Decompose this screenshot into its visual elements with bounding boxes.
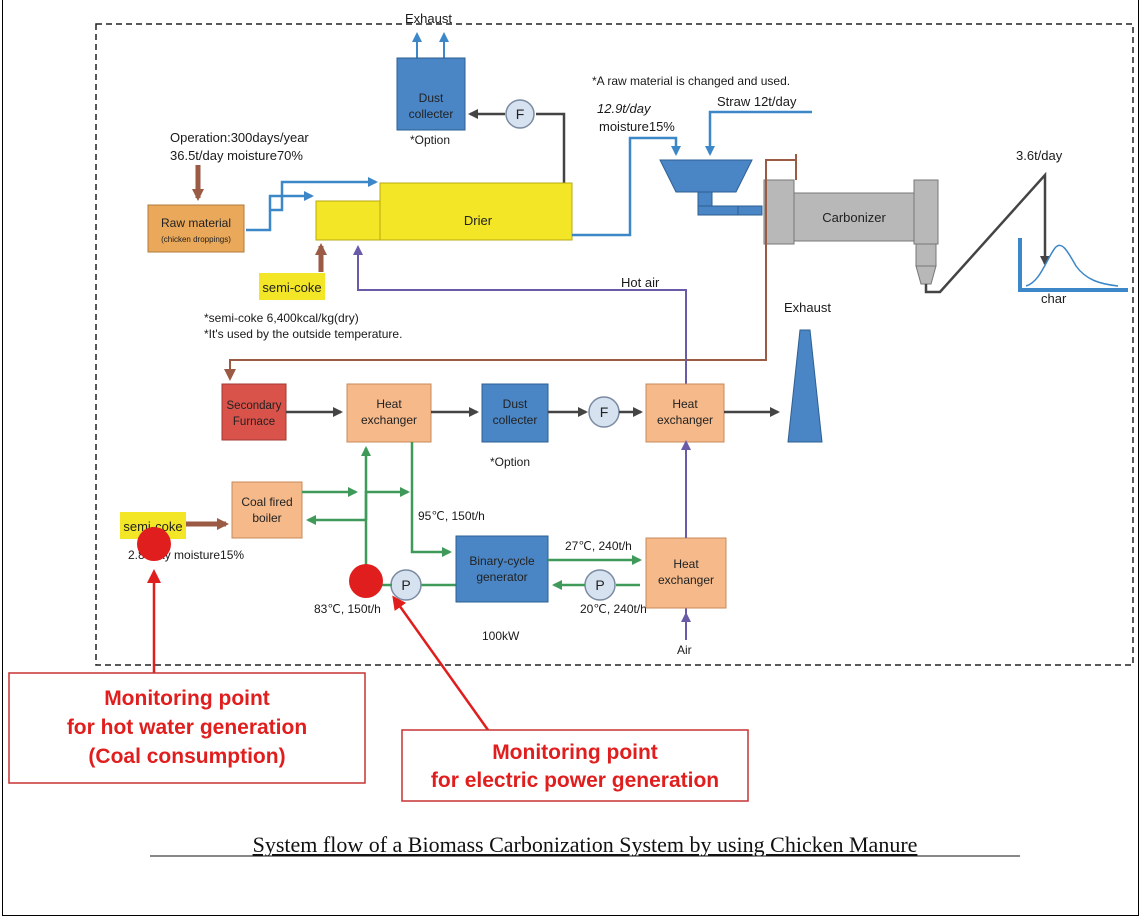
straw-moisture-label: moisture15% bbox=[599, 119, 675, 134]
coal-boiler-label-2: boiler bbox=[252, 511, 281, 525]
raw-material-sublabel: (chicken droppings) bbox=[161, 235, 231, 244]
semi-coke-bottom-label: semi-coke bbox=[123, 519, 182, 534]
monitor-box-hot-water bbox=[8, 672, 366, 784]
monitor-power-line-2: for electric power generation bbox=[431, 769, 719, 792]
return-water-label: 83℃, 150t/h bbox=[314, 602, 381, 616]
coal-boiler-box bbox=[231, 481, 303, 539]
exhaust-top-label: Exhaust bbox=[405, 11, 452, 26]
binary-generator-label-2: generator bbox=[476, 570, 527, 584]
char-conveyor-line bbox=[924, 171, 1050, 294]
dust-collector-top-label-1: Dust bbox=[419, 91, 444, 105]
carbonizer-inlet bbox=[763, 179, 795, 245]
dust-collector-top bbox=[396, 57, 466, 131]
exhaust-stack-shape bbox=[787, 329, 823, 443]
pump-right-label: P bbox=[595, 577, 604, 593]
gas-line-drier-to-fan bbox=[536, 112, 566, 183]
monitor-box-power bbox=[401, 729, 749, 802]
dust-collector-mid-label-2: collecter bbox=[493, 413, 538, 427]
raw-change-note: *A raw material is changed and used. bbox=[592, 74, 790, 88]
secondary-furnace-label-1: Secondary bbox=[227, 400, 282, 412]
flue-gas-line bbox=[224, 159, 797, 381]
carbonizer-label: Carbonizer bbox=[822, 210, 886, 225]
pump-left-label: P bbox=[401, 577, 410, 593]
straw-label: Straw 12t/day bbox=[717, 94, 797, 109]
semi-coke-top-box bbox=[259, 273, 325, 300]
fan-top-icon bbox=[505, 99, 535, 129]
heat-exchanger-2-label-1: Heat bbox=[672, 397, 698, 411]
carbonizer-outlet bbox=[913, 179, 939, 245]
dust-collector-top-label-2: collecter bbox=[409, 107, 454, 121]
heat-exchanger-3-label-2: exchanger bbox=[658, 573, 714, 587]
raw-material-label: Raw material bbox=[161, 216, 231, 230]
option-mid-label: *Option bbox=[490, 455, 530, 469]
secondary-furnace-label-2: Furnace bbox=[233, 416, 275, 428]
power-output-label: 100kW bbox=[482, 629, 520, 643]
monitor-hot-water-line-3: (Coal consumption) bbox=[88, 745, 285, 768]
fan-top-label: F bbox=[516, 106, 525, 122]
semi-coke-cal-note: *semi-coke 6,400kcal/kg(dry) bbox=[204, 311, 359, 325]
dust-collector-mid-label-1: Dust bbox=[503, 397, 528, 411]
exhaust-top-arrows bbox=[412, 32, 449, 58]
raw-material-box bbox=[147, 204, 245, 253]
cool-water-label: 27℃, 240t/h bbox=[565, 539, 632, 553]
raw-input-label: 36.5t/day moisture70% bbox=[170, 148, 303, 163]
exhaust-mid-label: Exhaust bbox=[784, 300, 831, 315]
binary-generator-label-1: Binary-cycle bbox=[469, 554, 535, 568]
dried-material-line bbox=[572, 136, 681, 237]
monitor-dot-hot-water bbox=[137, 527, 171, 561]
monitor-dot-power bbox=[349, 564, 383, 598]
straw-flow-label: 12.9t/day bbox=[597, 101, 652, 116]
cold-water-label: 20℃, 240t/h bbox=[580, 602, 647, 616]
coal-boiler-label-1: Coal fired bbox=[241, 495, 292, 509]
heat-exchanger-3-label-1: Heat bbox=[673, 557, 699, 571]
option-top-label: *Option bbox=[410, 133, 450, 147]
heat-exchanger-1-box bbox=[346, 383, 432, 443]
monitor-arrow-power bbox=[392, 595, 490, 731]
feed-line-raw-lower bbox=[246, 191, 314, 232]
monitor-hot-water-line-1: Monitoring point bbox=[104, 687, 270, 710]
char-pile-icon bbox=[1018, 238, 1128, 292]
fan-mid-label: F bbox=[600, 404, 609, 420]
operation-label: Operation:300days/year bbox=[170, 130, 309, 145]
heat-exchanger-2-box bbox=[645, 383, 725, 443]
outside-temp-note: *It's used by the outside temperature. bbox=[204, 327, 402, 341]
heat-exchanger-2-label-2: exchanger bbox=[657, 413, 713, 427]
system-boundary bbox=[95, 23, 1134, 666]
figure-caption: System flow of a Biomass Carbonization S… bbox=[253, 832, 918, 857]
drier-label: Drier bbox=[464, 213, 493, 228]
air-label: Air bbox=[677, 643, 692, 657]
carbonizer-box bbox=[793, 192, 915, 242]
semi-coke-top-label: semi-coke bbox=[262, 280, 321, 295]
heat-exchanger-1-label-2: exchanger bbox=[361, 413, 417, 427]
straw-feed-line bbox=[705, 110, 812, 156]
monitor-hot-water-line-2: for hot water generation bbox=[67, 716, 307, 739]
binary-generator-box bbox=[455, 535, 549, 603]
hopper-shape bbox=[659, 159, 753, 193]
heat-exchanger-1-label-1: Heat bbox=[376, 397, 402, 411]
hot-water-temp-label: 95℃, 150t/h bbox=[418, 509, 485, 523]
feed-line-raw-upper bbox=[270, 177, 378, 212]
hot-air-label: Hot air bbox=[621, 275, 660, 290]
drier-box bbox=[315, 182, 573, 241]
char-label: char bbox=[1041, 291, 1067, 306]
monitor-power-line-1: Monitoring point bbox=[492, 741, 658, 764]
char-rate-label: 3.6t/day bbox=[1016, 148, 1063, 163]
secondary-furnace-box bbox=[221, 383, 287, 441]
